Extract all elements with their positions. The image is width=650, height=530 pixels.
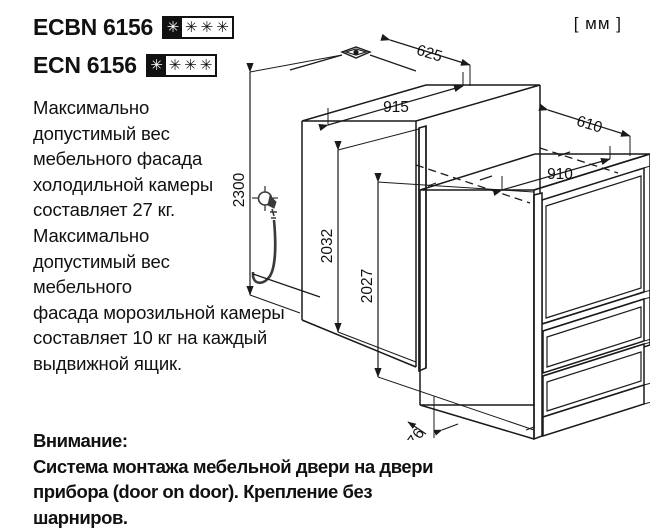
dim-label-910: 910	[547, 166, 573, 183]
note-line: составляет 10 кг на каждый	[33, 327, 268, 349]
star-icon: ✳	[200, 18, 214, 36]
dim-label-915: 915	[383, 99, 409, 116]
inverted-star-icon: ✳	[147, 56, 166, 75]
niche-top-face	[301, 84, 541, 122]
technical-drawing: 2300 2032 2027 915 625 910 610 1058 56 3…	[230, 30, 650, 440]
note-line: мебельного фасада	[33, 148, 203, 170]
dim-label-2027: 2027	[359, 269, 376, 303]
model-name-ecn6156: ECN 6156	[33, 52, 137, 78]
notes-text-block: Максимально допустимый вес мебельного фа…	[33, 95, 353, 377]
units-label: [ мм ]	[573, 14, 622, 33]
power-cord-icon	[251, 186, 321, 298]
note-line: допустимый вес	[33, 122, 170, 144]
note-line: допустимый вес	[33, 250, 170, 272]
star-icon: ✳	[199, 56, 213, 74]
dim-label-2300: 2300	[231, 172, 248, 207]
model-name-ecbn6156: ECBN 6156	[33, 14, 154, 40]
star-rating-badge-1: ✳ ✳ ✳ ✳	[162, 16, 234, 39]
note-line: холодильной камеры	[33, 173, 214, 195]
star-icon: ✳	[185, 18, 198, 36]
dim-line-910	[492, 158, 611, 196]
star-group-icon: ✳ ✳ ✳	[182, 18, 232, 37]
power-socket-icon	[289, 46, 417, 72]
model-line-2: ECN 6156 ✳ ✳ ✳ ✳	[33, 52, 218, 79]
star-rating-badge-2: ✳ ✳ ✳ ✳	[145, 54, 218, 77]
dim-label-2032: 2032	[319, 229, 336, 263]
warning-line: Система монтажа мебельной двери на двери	[33, 455, 434, 477]
star-icon: ✳	[216, 18, 229, 36]
star-group-icon: ✳ ✳ ✳	[166, 56, 216, 75]
dim-label-76: 76	[404, 425, 428, 440]
note-line: Максимально	[33, 224, 150, 246]
dim-line-76	[407, 421, 427, 435]
star-icon: ✳	[184, 56, 197, 74]
warning-heading: Внимание:	[33, 430, 128, 451]
note-line: составляет 27 кг.	[33, 199, 175, 221]
dim-label-610: 610	[574, 113, 604, 137]
note-line: Максимально	[33, 97, 150, 118]
warning-line: прибора (door on door). Крепление без ша…	[33, 481, 373, 528]
dim-label-625: 625	[414, 42, 444, 66]
dim-line-915	[318, 85, 464, 131]
note-line: выдвижной ящик.	[33, 352, 182, 374]
model-line-1: ECBN 6156 ✳ ✳ ✳ ✳	[33, 14, 234, 41]
dim-line-625	[380, 33, 471, 66]
inverted-star-icon: ✳	[164, 18, 183, 37]
star-icon: ✳	[168, 56, 182, 74]
warning-text-block: Внимание: Система монтажа мебельной двер…	[33, 428, 463, 530]
note-line: фасада морозильной камеры	[33, 301, 285, 323]
dim-line-610	[538, 103, 631, 137]
note-line: мебельного	[33, 276, 132, 298]
